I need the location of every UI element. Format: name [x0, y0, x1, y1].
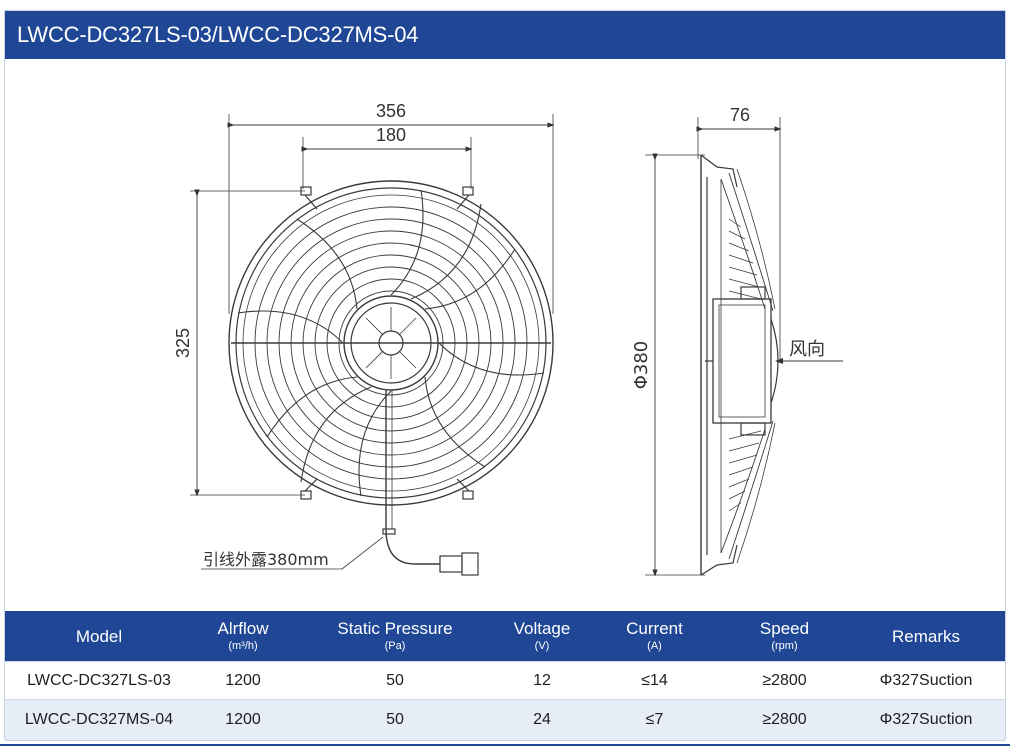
- height-dimension-text: 325: [173, 328, 193, 358]
- cell-voltage: 12: [533, 671, 551, 689]
- header-label: Model: [75, 626, 123, 646]
- cell-voltage: 24: [533, 711, 551, 728]
- spec-table: Model Alrflow (m³/h) Static Pressure (Pa…: [5, 611, 1005, 741]
- cell-airflow: 1200: [225, 671, 261, 689]
- cell-current: ≤7: [645, 711, 664, 728]
- header-label: Speed: [759, 619, 810, 638]
- header-label: Static Pressure: [337, 619, 453, 638]
- header-unit: (rpm): [771, 640, 798, 652]
- spec-table-header: Model Alrflow (m³/h) Static Pressure (Pa…: [5, 611, 1005, 661]
- side-view: [645, 117, 843, 577]
- header-remarks: Remarks: [847, 611, 1005, 661]
- fan-blades: [237, 189, 545, 497]
- cell-speed: ≥2800: [762, 711, 807, 728]
- header-airflow: Alrflow (m³/h): [193, 611, 293, 661]
- cell-speed: ≥2800: [762, 671, 807, 689]
- bottom-rule: [0, 744, 1010, 746]
- header-static-pressure: Static Pressure (Pa): [293, 611, 497, 661]
- cell-static-pressure: 50: [386, 671, 404, 689]
- wire-length-note: 引线外露380mm: [203, 550, 329, 569]
- cell-model: LWCC-DC327LS-03: [27, 671, 171, 689]
- header-voltage: Voltage (V): [497, 611, 587, 661]
- header-label: Remarks: [891, 626, 960, 646]
- cell-static-pressure: 50: [386, 711, 404, 728]
- diameter-dimension-text: Φ380: [631, 341, 652, 390]
- header-label: Current: [626, 619, 683, 638]
- header-unit: (V): [534, 640, 550, 652]
- cell-model: LWCC-DC327MS-04: [24, 711, 174, 728]
- cell-remarks: Φ327Suction: [879, 671, 973, 689]
- table-row: LWCC-DC327LS-03 1200 50 12 ≤14 ≥2800 Φ32…: [5, 661, 1005, 699]
- header-label: Alrflow: [217, 619, 269, 638]
- header-model: Model: [5, 611, 193, 661]
- width-dimension-text: 356: [376, 101, 406, 121]
- airflow-direction-label: 风向: [789, 339, 825, 360]
- drawing-svg: 356 180 325 引线外露380mm: [173, 101, 843, 577]
- cell-airflow: 1200: [225, 711, 261, 728]
- cell-remarks: Φ327Suction: [879, 711, 973, 728]
- page-title: LWCC-DC327LS-03/LWCC-DC327MS-04: [5, 11, 1005, 59]
- bracket-dimension-text: 180: [376, 125, 406, 145]
- header-unit: (A): [647, 640, 662, 652]
- depth-dimension-text: 76: [730, 105, 750, 125]
- cell-current: ≤14: [641, 671, 668, 689]
- header-label: Voltage: [513, 619, 571, 638]
- front-view: [190, 114, 555, 576]
- datasheet-frame: LWCC-DC327LS-03/LWCC-DC327MS-04: [4, 10, 1006, 741]
- header-speed: Speed (rpm): [722, 611, 847, 661]
- table-row: LWCC-DC327MS-04 1200 50 24 ≤7 ≥2800 Φ327…: [5, 699, 1005, 741]
- header-unit: (Pa): [384, 640, 406, 652]
- header-current: Current (A): [587, 611, 722, 661]
- fan-technical-drawing: 356 180 325 引线外露380mm: [5, 59, 1005, 611]
- header-unit: (m³/h): [228, 640, 258, 652]
